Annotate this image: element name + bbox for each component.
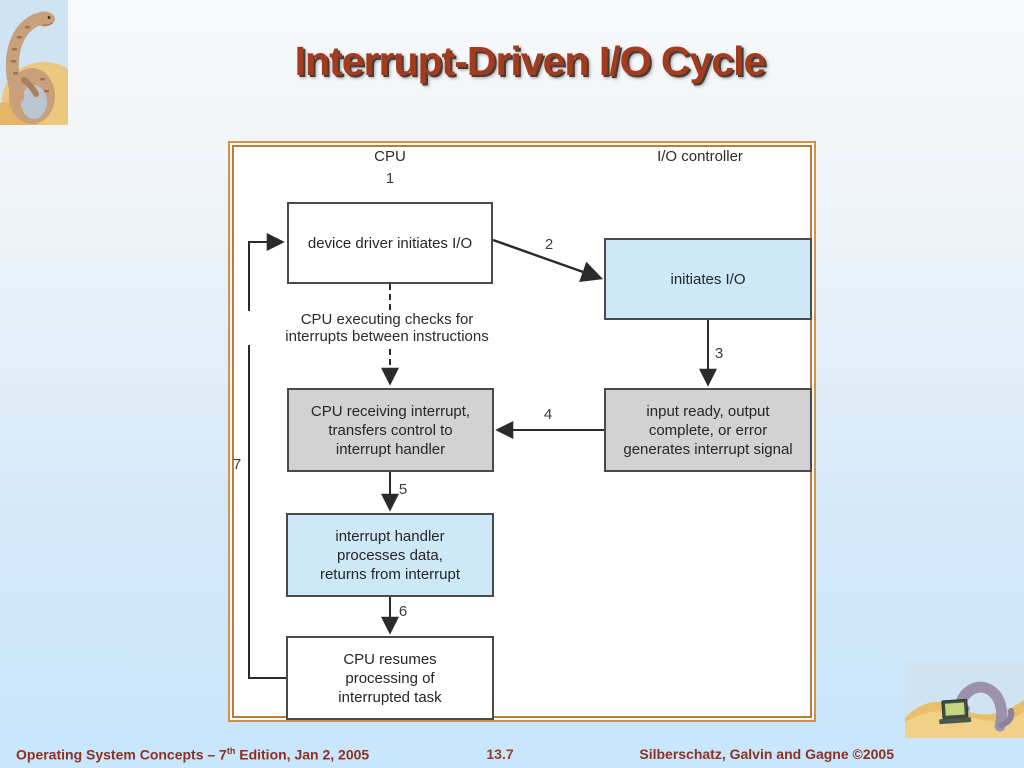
node-interrupt-handler: interrupt handler processes data, return…: [286, 513, 494, 597]
flow-arrows: [248, 233, 717, 679]
step-label-7: 7: [232, 456, 242, 473]
node-input-ready-interrupt-signal: input ready, output complete, or error g…: [604, 388, 812, 472]
step-label-6: 6: [398, 603, 408, 620]
footer-book-title-main: Operating System Concepts – 7: [16, 746, 227, 763]
footer-authors: Silberschatz, Galvin and Gagne ©2005: [639, 746, 894, 762]
footer-book-title-rest: Edition, Jan 2, 2005: [235, 746, 370, 763]
step-label-4: 4: [543, 406, 553, 423]
node-cpu-resumes: CPU resumes processing of interrupted ta…: [286, 636, 494, 720]
step-label-3: 3: [714, 345, 724, 362]
page-title: Interrupt-Driven I/O Cycle: [294, 38, 767, 84]
step-label-5: 5: [398, 481, 408, 498]
footer-edition-superscript: th: [226, 746, 236, 756]
column-header-cpu: CPU: [374, 148, 406, 165]
column-header-io-controller: I/O controller: [657, 148, 743, 165]
step-label-1: 1: [385, 170, 395, 187]
footer-book-title: Operating System Concepts – 7th Edition,…: [16, 746, 369, 763]
note-cpu-executing-checks: CPU executing checks for interrupts betw…: [242, 311, 532, 345]
footer-page-number: 13.7: [486, 746, 514, 762]
arrow-step-7: [248, 233, 286, 679]
arrow-step-2: [492, 238, 604, 283]
dinosaur-mascot-image: [0, 0, 86, 138]
dinosaur-icon: [0, 0, 86, 138]
dinosaur-laptop-icon: [905, 662, 1024, 738]
node-initiates-io: initiates I/O: [604, 238, 812, 320]
dinosaur-laptop-image: [905, 662, 1024, 738]
node-device-driver-initiates-io: device driver initiates I/O: [287, 202, 493, 284]
diagram-frame: CPU I/O controller device driver initiat…: [228, 141, 816, 722]
node-cpu-receiving-interrupt: CPU receiving interrupt, transfers contr…: [287, 388, 494, 472]
diagram-canvas: CPU I/O controller device driver initiat…: [230, 143, 814, 720]
step-label-2: 2: [544, 236, 554, 253]
